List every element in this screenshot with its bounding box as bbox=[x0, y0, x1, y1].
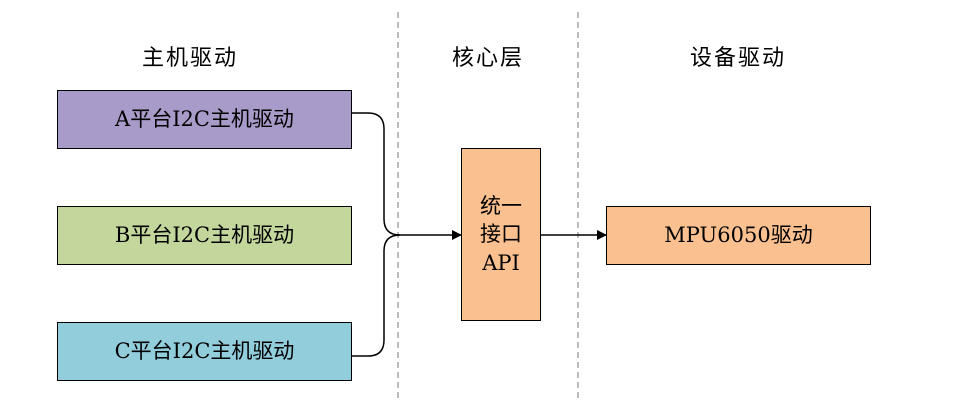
core-api-box: 统一 接口 API bbox=[461, 148, 541, 321]
column-title-host: 主机驱动 bbox=[141, 46, 238, 71]
host-driver-b-box: B平台I2C主机驱动 bbox=[57, 206, 352, 265]
device-driver-box: MPU6050驱动 bbox=[606, 206, 871, 265]
host-driver-c-box: C平台I2C主机驱动 bbox=[57, 322, 352, 381]
connector-c bbox=[352, 234, 401, 357]
host-driver-a-box: A平台I2C主机驱动 bbox=[57, 90, 352, 149]
connector-a bbox=[352, 112, 401, 236]
core-api-label-line2: 接口 bbox=[480, 222, 522, 247]
core-api-label-line3: API bbox=[482, 250, 520, 275]
core-api-label-line1: 统一 bbox=[480, 193, 522, 218]
column-title-device: 设备驱动 bbox=[689, 46, 786, 71]
column-title-core: 核心层 bbox=[451, 46, 524, 71]
